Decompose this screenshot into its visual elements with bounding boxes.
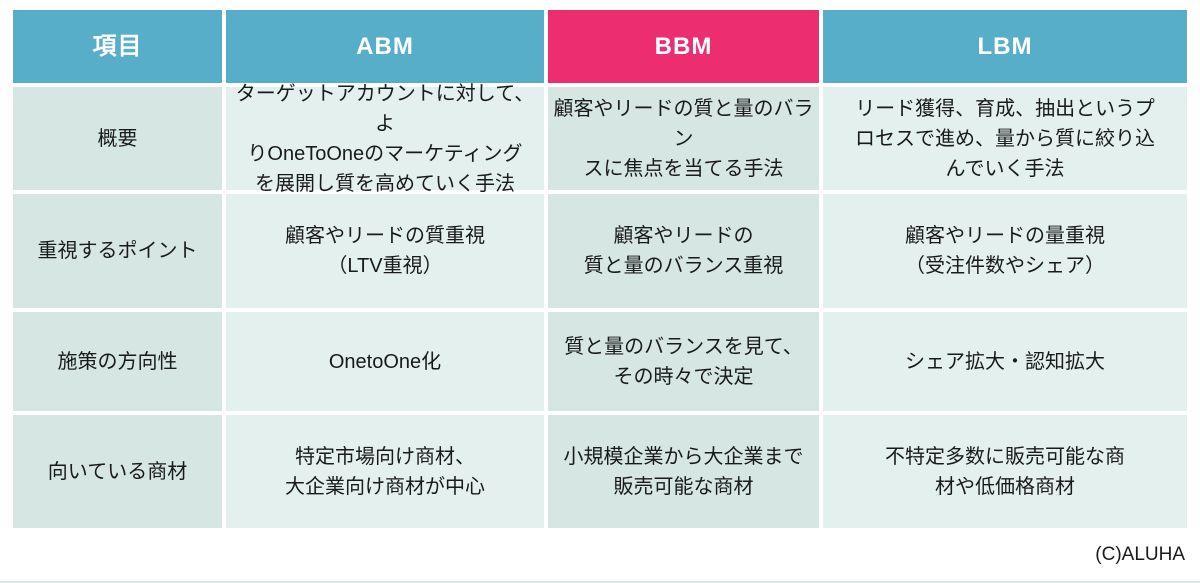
cell-measure-direction-abm: OnetoOne化 xyxy=(226,312,544,411)
column-header-abm: ABM xyxy=(226,10,544,83)
cell-suitable-products-abm: 特定市場向け商材、 大企業向け商材が中心 xyxy=(226,415,544,528)
comparison-table: 項目 ABM BBM LBM 概要 ターゲットアカウントに対して、よ りOneT… xyxy=(13,10,1188,528)
cell-overview-bbm: 顧客やリードの質と量のバラン スに焦点を当てる手法 xyxy=(548,87,819,190)
cell-key-points-abm: 顧客やリードの質重視 （LTV重視） xyxy=(226,194,544,308)
row-label-key-points: 重視するポイント xyxy=(13,194,222,308)
column-header-item: 項目 xyxy=(13,10,222,83)
row-label-overview: 概要 xyxy=(13,87,222,190)
cell-overview-lbm: リード獲得、育成、抽出というプ ロセスで進め、量から質に絞り込 んでいく手法 xyxy=(823,87,1187,190)
cell-key-points-bbm: 顧客やリードの 質と量のバランス重視 xyxy=(548,194,819,308)
cell-measure-direction-lbm: シェア拡大・認知拡大 xyxy=(823,312,1187,411)
row-label-suitable-products: 向いている商材 xyxy=(13,415,222,528)
cell-suitable-products-lbm: 不特定多数に販売可能な商 材や低価格商材 xyxy=(823,415,1187,528)
cell-suitable-products-bbm: 小規模企業から大企業まで 販売可能な商材 xyxy=(548,415,819,528)
cell-measure-direction-bbm: 質と量のバランスを見て、 その時々で決定 xyxy=(548,312,819,411)
cell-key-points-lbm: 顧客やリードの量重視 （受注件数やシェア） xyxy=(823,194,1187,308)
row-label-measure-direction: 施策の方向性 xyxy=(13,312,222,411)
column-header-bbm: BBM xyxy=(548,10,819,83)
bottom-divider xyxy=(0,581,1200,583)
copyright-text: (C)ALUHA xyxy=(1095,544,1185,565)
cell-overview-abm: ターゲットアカウントに対して、よ りOneToOneのマーケティング を展開し質… xyxy=(226,83,544,195)
column-header-lbm: LBM xyxy=(823,10,1187,83)
